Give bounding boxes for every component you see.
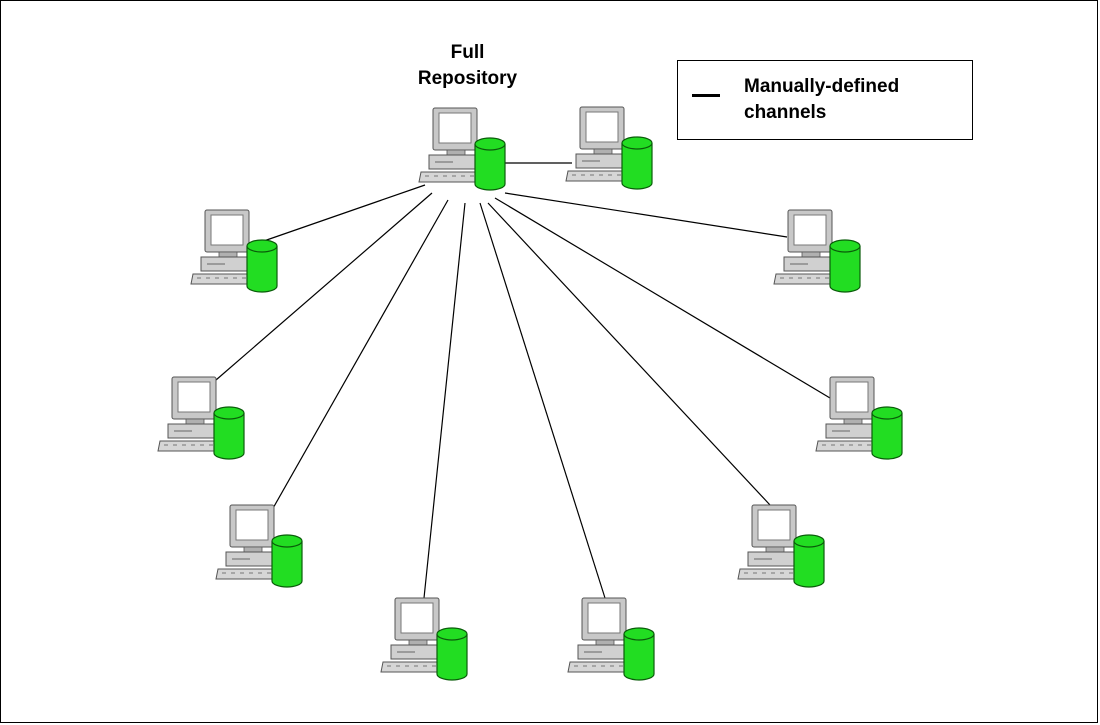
- queue-manager-computer-icon: [565, 106, 653, 190]
- queue-manager-computer-icon: [190, 209, 278, 293]
- queue-manager-computer-icon: [380, 597, 468, 681]
- channel-line-node-left-middle: [215, 192, 433, 381]
- hub-title: Full Repository: [395, 40, 540, 92]
- queue-manager-nodes: [157, 106, 903, 681]
- queue-manager-computer-icon: [773, 209, 861, 293]
- queue-manager-computer-icon: [815, 376, 903, 460]
- channel-line-node-right-middle: [494, 197, 831, 399]
- channel-line-node-right-lower: [487, 202, 771, 506]
- legend-label: Manually-defined channels: [744, 74, 969, 126]
- legend-line-symbol: [692, 94, 720, 97]
- channel-line-node-bottom-right: [479, 202, 606, 599]
- hub-title-line1: Full: [450, 42, 485, 63]
- channel-line-node-right-upper: [504, 192, 788, 238]
- channel-line-node-left-upper: [257, 184, 426, 244]
- channel-line-node-left-lower: [271, 199, 449, 511]
- queue-manager-computer-icon: [737, 504, 825, 588]
- queue-manager-computer-icon: [567, 597, 655, 681]
- full-repository-computer-icon: [418, 107, 506, 191]
- legend-label-line2: channels: [744, 102, 827, 123]
- legend: Manually-defined channels: [677, 60, 973, 140]
- legend-label-line1: Manually-defined: [744, 76, 900, 97]
- queue-manager-computer-icon: [157, 376, 245, 460]
- channel-line-node-bottom-left: [423, 202, 466, 599]
- hub-title-line2: Repository: [417, 68, 518, 89]
- channel-lines: [215, 162, 831, 599]
- queue-manager-computer-icon: [215, 504, 303, 588]
